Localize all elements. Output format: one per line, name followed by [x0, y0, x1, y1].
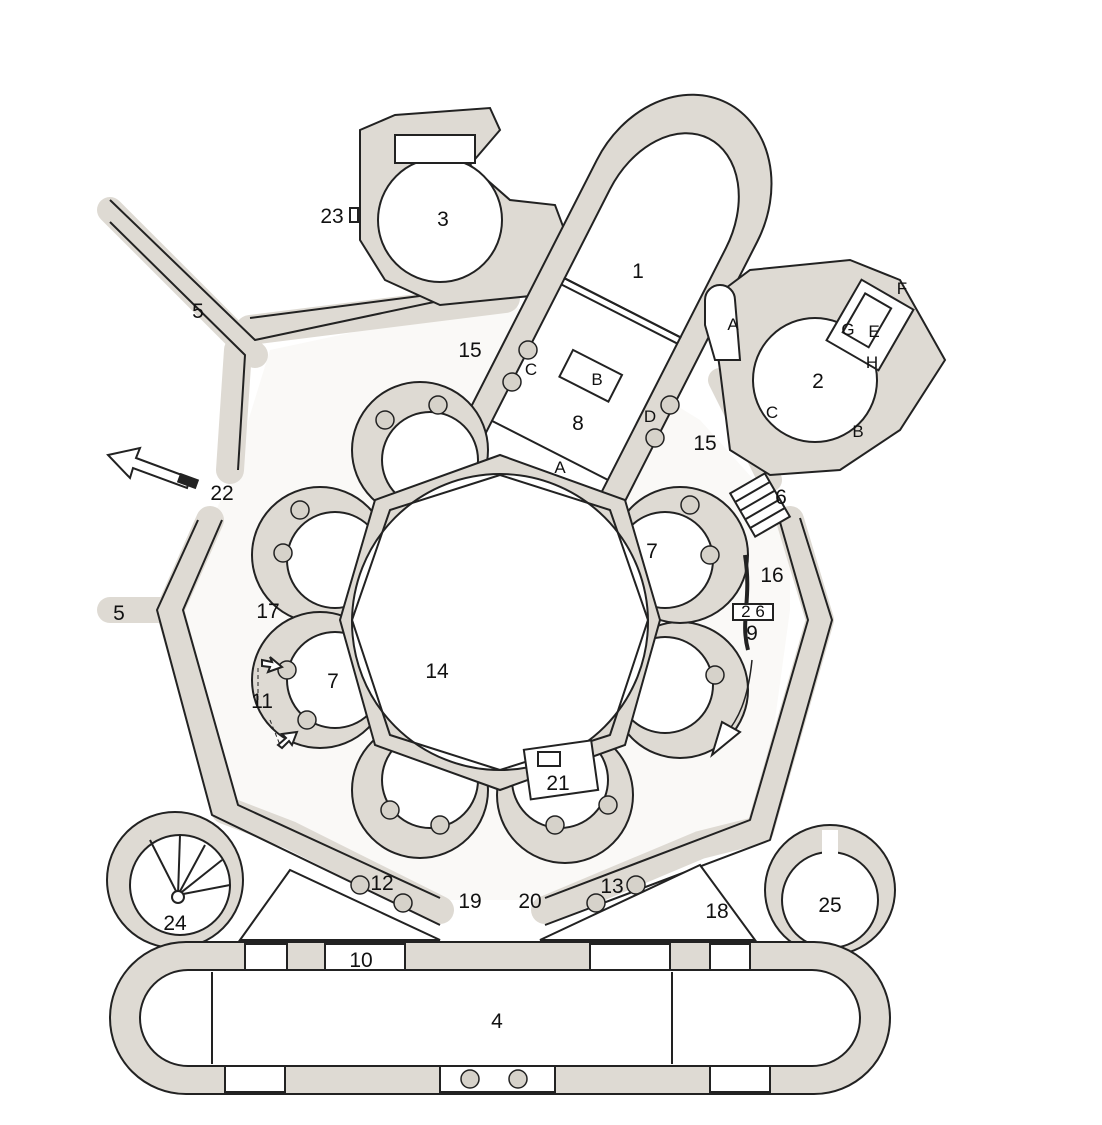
label-20: 20: [518, 890, 541, 913]
tower-24: [106, 811, 244, 949]
label-15a: 15: [458, 339, 481, 362]
narthex-4: [109, 941, 891, 1095]
label-22: 22: [210, 482, 233, 505]
arrows-11-icon: [257, 656, 299, 750]
marker-23: [349, 207, 359, 223]
letter-c-chancel: C: [525, 360, 537, 379]
columns: [273, 340, 725, 913]
letter-d-chancel: D: [644, 407, 656, 426]
label-18: 18: [705, 900, 728, 923]
letter-b-chancel: B: [591, 370, 602, 389]
label-19: 19: [458, 890, 481, 913]
label-23: 23: [320, 205, 343, 228]
label-2: 2: [812, 370, 824, 393]
letter-f-side: F: [897, 279, 907, 298]
label-7b: 7: [327, 670, 339, 693]
chapel-2: [704, 258, 947, 477]
letter-a-side: A: [727, 315, 739, 334]
letter-h-side: H: [866, 353, 878, 372]
label-4: 4: [491, 1010, 503, 1033]
room-labels: 1 2 3 4 5 5 6 7 7 8 9 10 11 12 13 14 15 …: [113, 205, 842, 1033]
label-box-26: [732, 603, 774, 621]
letter-b-side: B: [852, 422, 863, 441]
letter-c-side: C: [766, 403, 778, 422]
label-7a: 7: [646, 540, 658, 563]
label-6: 6: [775, 486, 787, 509]
central-rotunda: [251, 381, 749, 864]
label-17: 17: [256, 600, 279, 623]
arrow-22-icon: [106, 446, 200, 490]
room-left-triangle: [238, 868, 441, 941]
label-9: 9: [746, 622, 758, 645]
letter-g-side: G: [841, 320, 854, 339]
letter-a-chancel: A: [554, 458, 566, 477]
label-26: 2 6: [741, 602, 765, 621]
label-14: 14: [425, 660, 449, 683]
label-1: 1: [632, 260, 644, 283]
label-5b: 5: [113, 602, 125, 625]
label-21: 21: [546, 772, 569, 795]
label-5a: 5: [192, 300, 204, 323]
label-10: 10: [349, 949, 372, 972]
label-3: 3: [437, 208, 449, 231]
room-18: [539, 863, 757, 941]
label-13: 13: [600, 875, 623, 898]
enclosure-walls: [97, 197, 834, 926]
label-16: 16: [760, 564, 783, 587]
letter-labels: A B C D A B C E F G H: [525, 279, 907, 477]
letter-e-side: E: [868, 322, 879, 341]
label-15b: 15: [693, 432, 716, 455]
chapel-3: [359, 106, 572, 307]
label-11: 11: [251, 690, 273, 713]
label-12: 12: [370, 872, 393, 895]
stairs-6: [728, 471, 792, 539]
label-8: 8: [572, 412, 584, 435]
label-25: 25: [818, 894, 841, 917]
tower-25: [764, 824, 896, 956]
label-24: 24: [163, 912, 187, 935]
